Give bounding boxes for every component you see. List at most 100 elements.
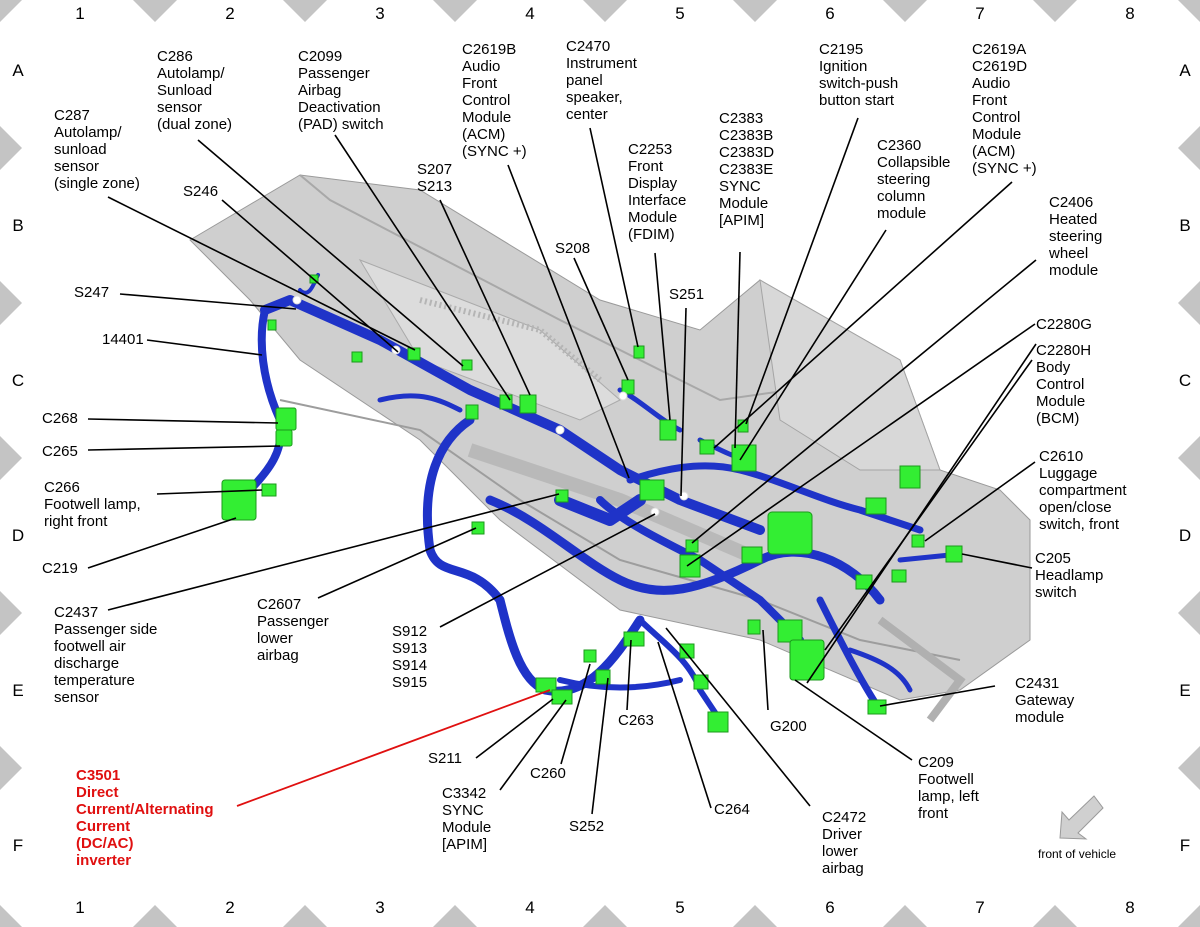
label-s208: S208	[555, 240, 591, 257]
label-front-of-vehicle: front of vehicle	[1038, 847, 1117, 861]
label-c265: C265	[42, 443, 78, 460]
label-c266: C266 Footwell lamp, right front	[44, 479, 141, 530]
label-c287: C287 Autolamp/ sunload sensor (single zo…	[54, 107, 140, 192]
frame-diamond	[733, 905, 777, 927]
row-label-left-B: B	[12, 216, 24, 235]
column-label-bottom-6: 6	[825, 898, 835, 917]
row-label-left-D: D	[11, 526, 25, 545]
frame-diamond	[883, 0, 927, 22]
frame-diamond	[1033, 0, 1077, 22]
frame-diamond	[0, 905, 22, 927]
label-c2253: C2253 Front Display Interface Module (FD…	[628, 141, 687, 243]
label-c2619a: C2619A C2619D Audio Front Control Module…	[972, 41, 1037, 177]
frame-diamond	[583, 905, 627, 927]
frame-diamond	[1178, 436, 1200, 480]
label-c2472: C2472 Driver lower airbag	[822, 809, 867, 877]
column-label-bottom-3: 3	[375, 898, 385, 917]
inverter-leader-line	[236, 689, 551, 807]
frame-diamond	[1178, 126, 1200, 170]
label-c3342: C3342 SYNC Module [APIM]	[442, 785, 492, 853]
label-s912-s915: S912 S913 S914 S915	[392, 623, 428, 691]
column-label-top-7: 7	[975, 4, 985, 23]
column-label-bottom-4: 4	[525, 898, 535, 917]
label-s211: S211	[428, 750, 462, 767]
label-g200: G200	[770, 718, 807, 735]
frame-diamond	[1178, 0, 1200, 22]
frame-diamond	[133, 905, 177, 927]
label-c2437: C2437 Passenger side footwell air discha…	[54, 604, 158, 706]
instrument-panel-body	[189, 174, 1031, 723]
label-14401: 14401	[102, 331, 144, 348]
column-label-top-3: 3	[375, 4, 385, 23]
label-c2360: C2360 Collapsible steering column module	[877, 137, 951, 222]
column-label-top-5: 5	[675, 4, 685, 23]
column-label-bottom-2: 2	[225, 898, 235, 917]
column-label-bottom-1: 1	[75, 898, 85, 917]
label-c209: C209 Footwell lamp, left front	[918, 754, 979, 822]
label-c2280g: C2280G	[1036, 316, 1092, 333]
label-s251: S251	[669, 286, 705, 303]
column-label-top-4: 4	[525, 4, 535, 23]
column-label-top-1: 1	[75, 4, 85, 23]
row-label-right-A: A	[1179, 61, 1191, 80]
row-label-left-F: F	[12, 836, 24, 855]
column-label-bottom-7: 7	[975, 898, 985, 917]
front-of-vehicle-arrow-icon	[1059, 795, 1104, 840]
frame-diamond	[1178, 905, 1200, 927]
label-c2383: C2383 C2383B C2383D C2383E SYNC Module […	[719, 110, 775, 229]
label-c264: C264	[714, 801, 750, 818]
column-label-top-6: 6	[825, 4, 835, 23]
column-label-top-8: 8	[1125, 4, 1135, 23]
frame-diamond	[283, 0, 327, 22]
frame-diamond	[1178, 591, 1200, 635]
frame-diamond	[0, 746, 22, 790]
row-label-right-D: D	[1178, 526, 1192, 545]
column-label-bottom-5: 5	[675, 898, 685, 917]
column-label-bottom-8: 8	[1125, 898, 1135, 917]
label-c2280h: C2280H Body Control Module (BCM)	[1036, 342, 1092, 427]
label-c286: C286 Autolamp/ Sunload sensor (dual zone…	[157, 48, 233, 133]
label-c2195: C2195 Ignition switch-push button start	[819, 41, 899, 109]
frame-diamond	[0, 281, 22, 325]
row-label-right-F: F	[1179, 836, 1191, 855]
label-s247: S247	[74, 284, 110, 301]
frame-diamond	[1178, 281, 1200, 325]
row-label-right-C: C	[1178, 371, 1192, 390]
label-s252: S252	[569, 818, 605, 835]
frame-diamond	[0, 591, 22, 635]
frame-diamond	[433, 905, 477, 927]
leader-lines	[87, 117, 1037, 815]
label-c2431: C2431 Gateway module	[1015, 675, 1075, 726]
row-label-left-A: A	[12, 61, 24, 80]
label-c260: C260	[530, 765, 566, 782]
label-c2470: C2470 Instrument panel speaker, center	[566, 38, 637, 123]
frame-diamond	[1178, 746, 1200, 790]
label-c2610: C2610 Luggage compartment open/close swi…	[1039, 448, 1127, 533]
label-c2619b: C2619B Audio Front Control Module (ACM) …	[462, 41, 527, 160]
row-label-left-C: C	[11, 371, 25, 390]
frame-diamond	[883, 905, 927, 927]
label-c263: C263	[618, 712, 654, 729]
frame-diamond	[133, 0, 177, 22]
row-label-right-B: B	[1179, 216, 1191, 235]
frame-diamond	[283, 905, 327, 927]
frame-diamond	[0, 126, 22, 170]
frame-diamond	[0, 436, 22, 480]
label-s246: S246	[183, 183, 219, 200]
label-c219: C219	[42, 560, 78, 577]
label-c2607: C2607 Passenger lower airbag	[257, 596, 329, 664]
label-c205: C205 Headlamp switch	[1035, 550, 1104, 601]
row-label-right-E: E	[1179, 681, 1191, 700]
label-s207-s213: S207 S213	[417, 161, 453, 195]
label-c2406: C2406 Heated steering wheel module	[1049, 194, 1103, 279]
column-label-top-2: 2	[225, 4, 235, 23]
row-label-left-E: E	[12, 681, 24, 700]
frame-diamond	[733, 0, 777, 22]
frame-diamond	[433, 0, 477, 22]
label-c3501-inverter: C3501 Direct Current/Alternating Current…	[76, 767, 214, 869]
frame-diamond	[0, 0, 22, 22]
label-c2099: C2099 Passenger Airbag Deactivation (PAD…	[298, 48, 384, 133]
